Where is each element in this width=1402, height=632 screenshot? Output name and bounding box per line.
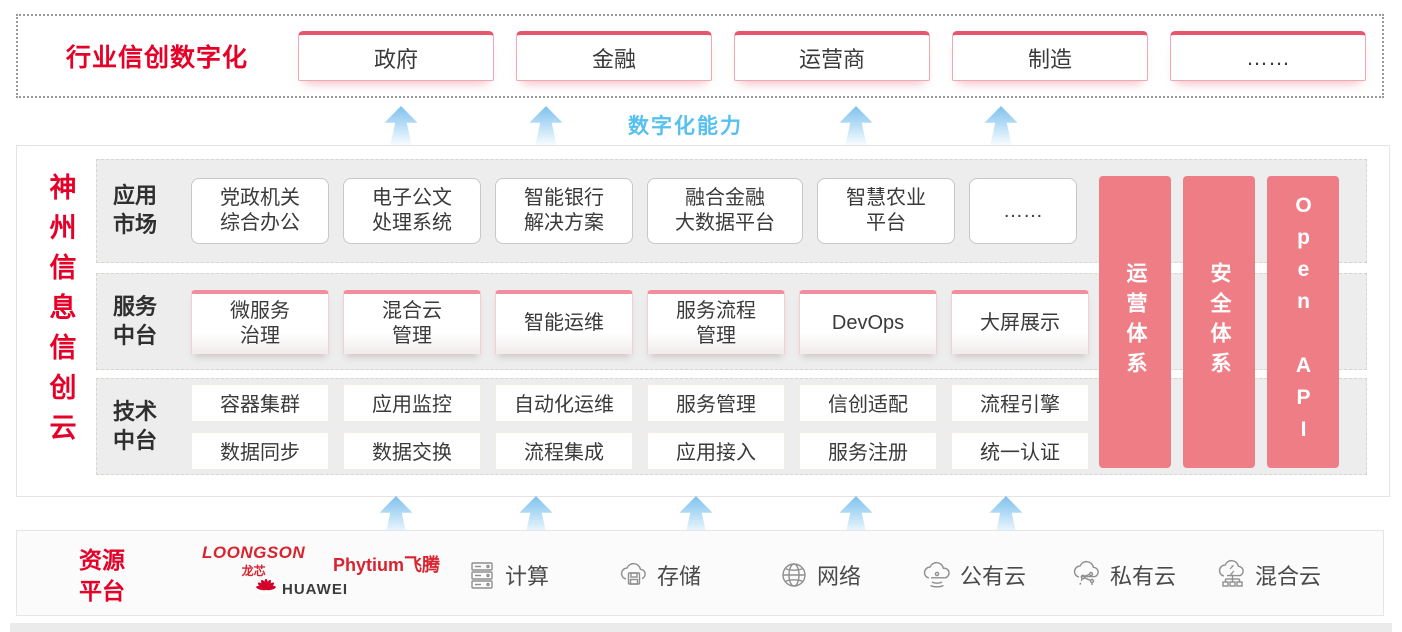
phytium-logo: Phytium飞腾: [333, 555, 441, 575]
service-platform-row: 服务 中台 微服务 治理 混合云 管理 智能运维 服务流程 管理 DevOps …: [96, 273, 1367, 370]
loongson-logo: LOONGSON 龙芯: [202, 543, 305, 579]
industry-band-title: 行业信创数字化: [66, 44, 249, 72]
up-arrow-icon: [984, 106, 1018, 146]
resource-item-storage: 存储: [617, 553, 701, 597]
service-item: DevOps: [799, 289, 937, 354]
industry-band: 行业信创数字化 政府 金融 运营商 制造 ……: [16, 14, 1384, 98]
resource-platform-label: 资源 平台: [79, 547, 125, 605]
industry-boxes: 政府 金融 运营商 制造 ……: [298, 31, 1366, 81]
service-item: 混合云 管理: [343, 289, 481, 354]
huawei-logo: HUAWEI: [255, 578, 348, 600]
server-icon: [471, 562, 493, 589]
private-cloud-icon: [1073, 560, 1099, 587]
resource-item-public-cloud: 公有云: [920, 553, 1026, 597]
up-arrow-icon: [529, 106, 563, 146]
service-item: 智能运维: [495, 289, 633, 354]
resource-item-compute: 计算: [465, 553, 549, 597]
service-platform-items: 微服务 治理 混合云 管理 智能运维 服务流程 管理 DevOps 大屏展示: [191, 289, 1089, 354]
app-market-item: 党政机关 综合办公: [191, 178, 329, 244]
service-platform-label: 服务 中台: [113, 293, 158, 348]
up-arrow-icon: [384, 106, 418, 146]
resource-item-label: 公有云: [960, 564, 1027, 589]
tech-item: 应用接入: [647, 431, 785, 470]
tech-item: 服务注册: [799, 431, 937, 470]
bottom-divider: [10, 623, 1392, 632]
pillar-security-system: 安全体系: [1183, 176, 1255, 468]
huawei-wordmark: HUAWEI: [282, 580, 348, 598]
tech-item: 数据同步: [191, 431, 329, 470]
capability-label: 数字化能力: [628, 115, 743, 138]
resource-item-private-cloud: 私有云: [1070, 553, 1176, 597]
tech-item: 容器集群: [191, 383, 329, 422]
app-market-row: 应用 市场 党政机关 综合办公 电子公文 处理系统 智能银行 解决方案 融合金融…: [96, 159, 1367, 263]
tech-item: 统一认证: [951, 431, 1089, 470]
tech-item: 信创适配: [799, 383, 937, 422]
platform-vertical-title: 神 州 信 息 信 创 云: [49, 173, 77, 443]
resource-item-label: 混合云: [1255, 564, 1322, 589]
tech-platform-items: 容器集群 应用监控 自动化运维 服务管理 信创适配 流程引擎 数据同步 数据交换…: [191, 383, 1089, 470]
industry-box-more: ……: [1170, 31, 1366, 81]
huawei-flower-icon: [256, 578, 276, 594]
tech-item: 流程集成: [495, 431, 633, 470]
app-market-item: 融合金融 大数据平台: [647, 178, 803, 244]
tech-item: 应用监控: [343, 383, 481, 422]
service-item: 大屏展示: [951, 289, 1089, 354]
tech-item: 数据交换: [343, 431, 481, 470]
cloud-platform-panel: 神 州 信 息 信 创 云 应用 市场 党政机关 综合办公 电子公文 处理系统 …: [16, 145, 1390, 497]
public-cloud-icon: [923, 561, 950, 588]
app-market-item: 智慧农业 平台: [817, 178, 955, 244]
app-market-item: 智能银行 解决方案: [495, 178, 633, 244]
resource-platform-band: 资源 平台 LOONGSON 龙芯 Phytium飞腾 HUAWEI: [16, 530, 1384, 616]
tech-platform-row: 技术 中台 容器集群 应用监控 自动化运维 服务管理 信创适配 流程引擎 数据同…: [96, 378, 1367, 475]
resource-item-label: 私有云: [1110, 564, 1177, 589]
app-market-item: 电子公文 处理系统: [343, 178, 481, 244]
resource-item-label: 存储: [657, 564, 702, 589]
app-market-items: 党政机关 综合办公 电子公文 处理系统 智能银行 解决方案 融合金融 大数据平台…: [191, 178, 1077, 244]
resource-item-label: 网络: [817, 564, 862, 589]
up-arrow-icon: [839, 106, 873, 146]
app-market-item-more: ……: [969, 178, 1077, 244]
resource-item-hybrid-cloud: 混合云: [1215, 553, 1321, 597]
pillar-open-api: Open API: [1267, 176, 1339, 468]
industry-box-operator: 运营商: [734, 31, 930, 81]
industry-box-government: 政府: [298, 31, 494, 81]
resource-item-network: 网络: [777, 553, 861, 597]
tech-item: 流程引擎: [951, 383, 1089, 422]
loongson-cn-label: 龙芯: [241, 564, 266, 578]
service-item: 微服务 治理: [191, 289, 329, 354]
pillar-operation-system: 运营体系: [1099, 176, 1171, 468]
hybrid-cloud-icon: [1218, 559, 1244, 587]
loongson-wordmark: LOONGSON: [202, 543, 306, 562]
service-item: 服务流程 管理: [647, 289, 785, 354]
network-globe-icon: [782, 563, 806, 587]
industry-box-finance: 金融: [516, 31, 712, 81]
resource-item-label: 计算: [505, 564, 550, 589]
app-market-label: 应用 市场: [113, 183, 158, 237]
storage-cloud-icon: [620, 562, 646, 585]
tech-item: 自动化运维: [495, 383, 633, 422]
tech-platform-label: 技术 中台: [113, 398, 158, 453]
industry-box-manufacturing: 制造: [952, 31, 1148, 81]
tech-item: 服务管理: [647, 383, 785, 422]
